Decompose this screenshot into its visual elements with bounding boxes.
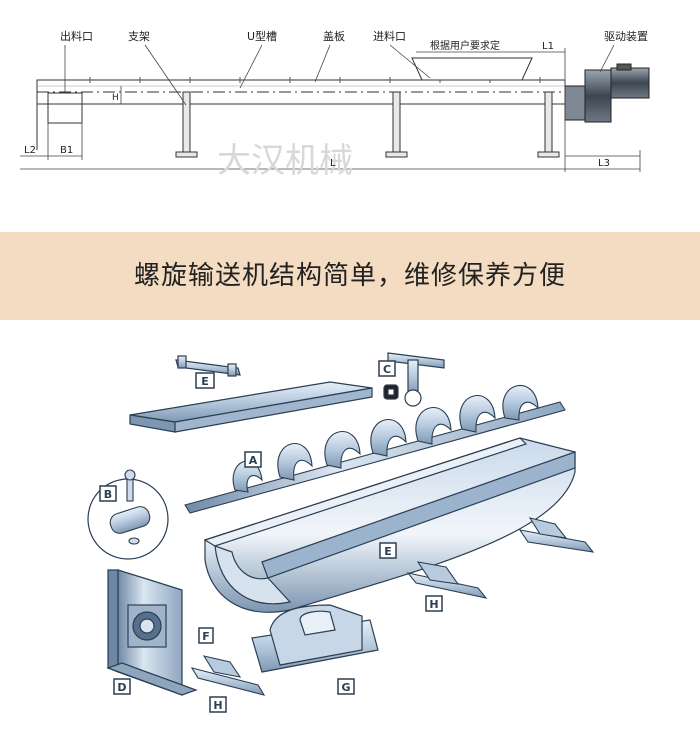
coupling-shaft-detail [87, 469, 169, 560]
outlet-box [47, 92, 83, 124]
label-u-trough: U型槽 [247, 29, 277, 43]
conveyor-body [36, 77, 566, 150]
label-drive: 驱动装置 [604, 30, 648, 43]
foot-bracket-bottom [190, 655, 266, 696]
label-outlet: 出料口 [60, 29, 93, 43]
foot-bracket-center [406, 561, 488, 599]
dimension-lines [20, 44, 641, 172]
label-e-cover: E [0, 320, 1, 321]
u-trough [203, 437, 576, 613]
support-1 [182, 91, 191, 155]
label-a: A [249, 454, 258, 467]
label-e-clamp: E [201, 375, 209, 388]
supports [175, 91, 560, 158]
label-box-d [113, 678, 131, 695]
label-dim-l3: L3 [598, 158, 610, 169]
end-plate [106, 569, 198, 696]
label-h-right: H [429, 598, 438, 611]
technical-drawing-svg: 大汉机械 出料口 支架 U型槽 盖板 进料口 根据用户要求定 L1 驱动装置 L… [20, 29, 650, 181]
cover-clamp [175, 355, 241, 377]
foot-bracket-right [518, 517, 595, 553]
support-stand [251, 604, 379, 673]
label-inlet: 进料口 [373, 29, 406, 43]
label-e-trough: E [384, 545, 392, 558]
screw-flight [184, 384, 566, 514]
label-dim-l: L [330, 158, 336, 169]
label-box-e-clamp [195, 372, 215, 389]
cover-plate [129, 381, 373, 433]
label-dim-l1: L1 [542, 41, 554, 52]
label-support: 支架 [128, 30, 150, 43]
label-dim-l2: L2 [24, 145, 36, 156]
label-cover: 盖板 [323, 29, 345, 43]
label-f: F [202, 630, 210, 643]
label-g: G [341, 681, 350, 694]
banner: 螺旋输送机结构简单，维修保养方便 [0, 232, 700, 320]
watermark: 大汉机械 [217, 141, 353, 181]
exploded-view-svg: E C A [0, 320, 595, 713]
label-box-h-right [425, 595, 443, 612]
label-box-c [378, 360, 396, 377]
label-box-e-trough [379, 542, 397, 559]
label-h-bottom: H [213, 699, 222, 712]
support-2 [392, 91, 401, 155]
label-box-g [337, 678, 355, 695]
label-b: B [104, 488, 112, 501]
support-3 [544, 91, 553, 155]
label-box-b [99, 485, 117, 502]
label-box-a [244, 451, 262, 468]
label-c: C [383, 363, 391, 376]
label-dim-b1: B1 [60, 145, 73, 156]
label-user-spec: 根据用户要求定 [430, 39, 500, 52]
label-anchor [190, 435, 191, 436]
label-dim-h: H [112, 93, 119, 103]
label-box-f [198, 627, 214, 644]
inlet-hopper [411, 57, 533, 81]
hanger-bearing [383, 352, 445, 407]
banner-text: 螺旋输送机结构简单，维修保养方便 [133, 261, 566, 291]
exploded-view: E C A [0, 320, 700, 735]
drive-unit [564, 63, 650, 123]
technical-drawing: 大汉机械 出料口 支架 U型槽 盖板 进料口 根据用户要求定 L1 驱动装置 L… [0, 0, 700, 232]
label-d: D [117, 681, 126, 694]
label-box-h-bottom [209, 696, 227, 713]
